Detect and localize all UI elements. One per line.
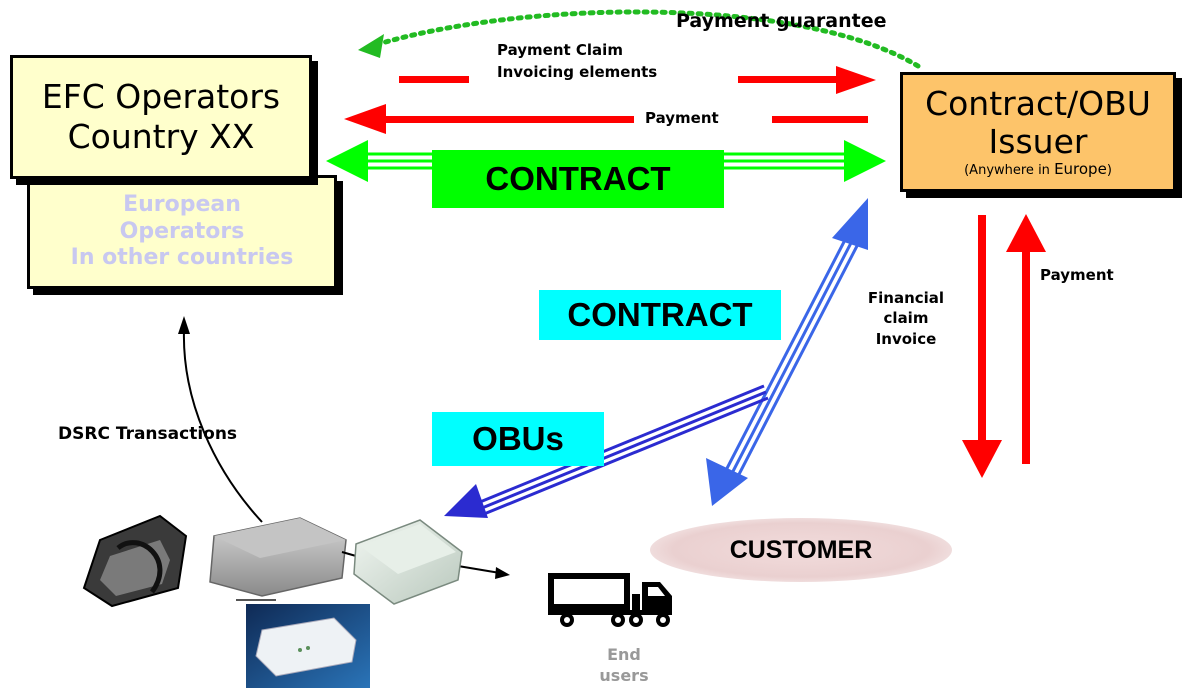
payment-claim-arrow-tail xyxy=(399,76,469,83)
contract-green-band: CONTRACT xyxy=(432,150,724,208)
issuer-sub-word: Europe xyxy=(1054,159,1107,178)
contract-arrowhead-right xyxy=(844,140,886,182)
issuer-subtitle: (Anywhere in Europe) xyxy=(964,159,1112,179)
payment-claim-arrowhead xyxy=(836,66,876,94)
payment-arrow-body xyxy=(384,116,634,123)
obus-band: OBUs xyxy=(432,412,604,466)
device-to-truck-arrow xyxy=(457,565,501,574)
payment-top-label: Payment xyxy=(645,109,719,127)
payment-claim-line1: Payment Claim xyxy=(497,41,623,59)
financial-line2: claim xyxy=(883,309,929,328)
obu-device-icon-3 xyxy=(353,519,463,605)
issuer-sub-suffix: ) xyxy=(1106,162,1112,178)
efc-operators-line2: Country XX xyxy=(67,117,255,156)
financial-claim-arrowhead xyxy=(962,440,1002,478)
payment-arrow-tail xyxy=(772,116,868,123)
payment-claim-arrow-body xyxy=(738,76,838,83)
issuer-line1: Contract/OBU xyxy=(925,84,1151,124)
dsrc-arrow xyxy=(182,329,263,523)
obus-arrow xyxy=(479,384,769,516)
financial-claim-label: Financial claim Invoice xyxy=(860,288,952,349)
dsrc-transactions-label: DSRC Transactions xyxy=(58,424,238,444)
financial-line3: Invoice xyxy=(875,329,937,348)
obu-device-icon-1 xyxy=(82,514,188,608)
payment-up-arrow-body xyxy=(1022,248,1030,464)
obu-device-icon-2 xyxy=(209,517,347,601)
obus-arrowhead xyxy=(444,484,488,518)
efc-operators-box: EFC Operators Country XX xyxy=(10,55,312,179)
end-users-label: End users xyxy=(574,645,674,687)
customer-ellipse: CUSTOMER xyxy=(650,518,952,582)
dsrc-arrowhead xyxy=(178,316,190,334)
efc-operators-line1: EFC Operators xyxy=(41,77,281,117)
contract-cyan-band: CONTRACT xyxy=(539,290,781,340)
issuer-sub-prefix: (Anywhere in xyxy=(964,162,1055,178)
european-operators-line3: In other countries xyxy=(70,245,294,271)
payment-guarantee-label: Payment guarantee xyxy=(676,10,887,32)
customer-contract-arrowhead-bottom xyxy=(706,458,748,506)
device-to-truck-arrowhead xyxy=(495,567,510,579)
financial-claim-arrow-body xyxy=(978,215,986,443)
payment-right-label: Payment xyxy=(1040,266,1114,284)
payment-guarantee-arrow xyxy=(369,9,921,69)
payment-arrowhead xyxy=(344,104,386,134)
payment-claim-label: Payment Claim Invoicing elements xyxy=(497,40,657,84)
truck-icon xyxy=(548,573,672,627)
obu-device-photo xyxy=(246,604,370,688)
end-users-line2: users xyxy=(599,665,649,685)
end-users-line1: End xyxy=(607,645,641,664)
contract-arrowhead-left xyxy=(326,140,368,182)
european-operators-line1: European xyxy=(123,192,241,218)
customer-contract-arrowhead-top xyxy=(832,198,868,250)
payment-guarantee-arrowhead xyxy=(358,34,384,58)
financial-line1: Financial xyxy=(867,289,945,307)
european-operators-box: European Operators In other countries xyxy=(27,175,337,289)
issuer-line2: Issuer xyxy=(988,122,1088,162)
payment-up-arrowhead xyxy=(1006,214,1046,252)
european-operators-line2: Operators xyxy=(119,218,245,244)
customer-contract-arrow xyxy=(720,237,860,485)
payment-claim-line2: Invoicing elements xyxy=(497,62,658,81)
contract-obu-issuer-box: Contract/OBU Issuer (Anywhere in Europe) xyxy=(900,72,1176,192)
